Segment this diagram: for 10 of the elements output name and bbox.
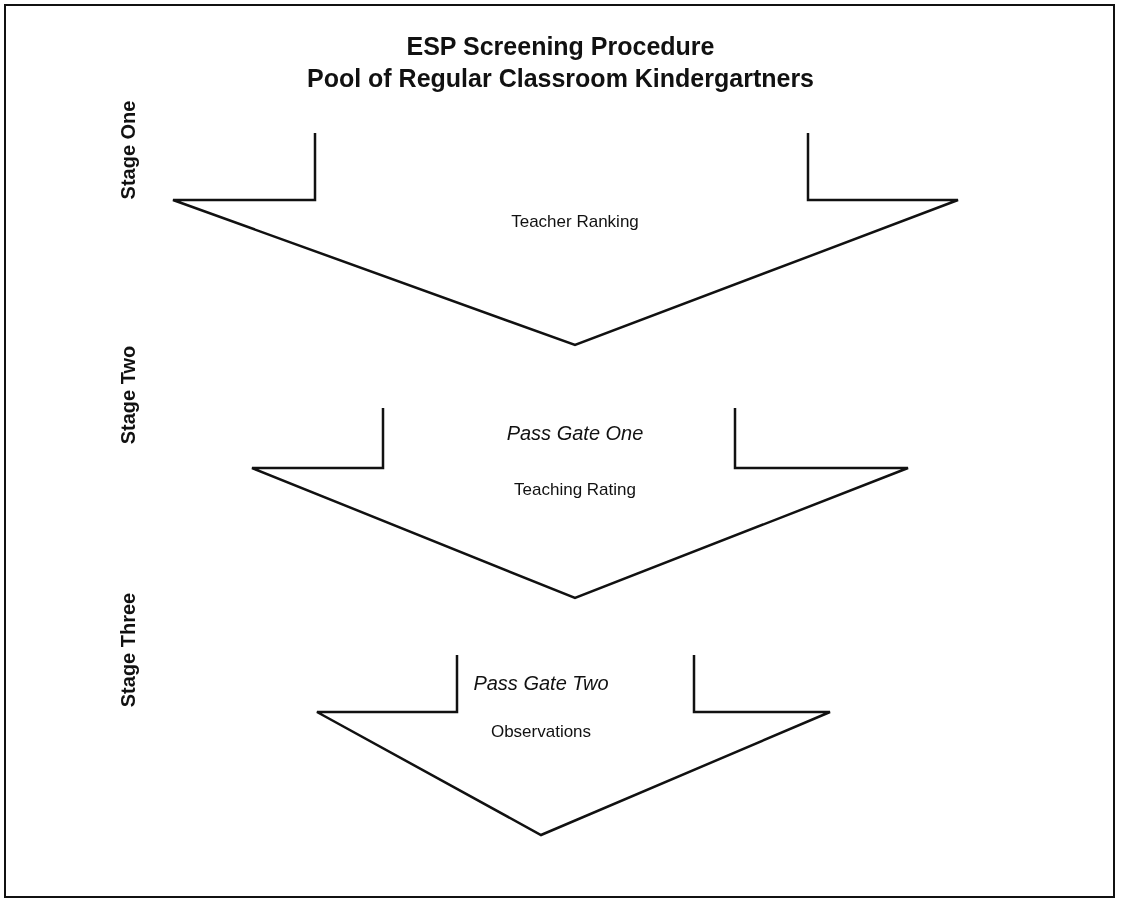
diagram-title: ESP Screening Procedure xyxy=(405,32,716,61)
gate-label: Pass Gate Two xyxy=(473,672,609,695)
diagram-subtitle: Pool of Regular Classroom Kindergartners xyxy=(305,64,815,93)
stage-label: Stage One xyxy=(116,100,140,200)
step-label: Observations xyxy=(490,722,592,742)
stage-label: Stage Two xyxy=(116,345,140,445)
stage-label: Stage Three xyxy=(116,592,140,708)
gate-label: Pass Gate One xyxy=(506,422,644,445)
step-label: Teaching Rating xyxy=(514,480,636,500)
step-label: Teacher Ranking xyxy=(511,212,639,232)
